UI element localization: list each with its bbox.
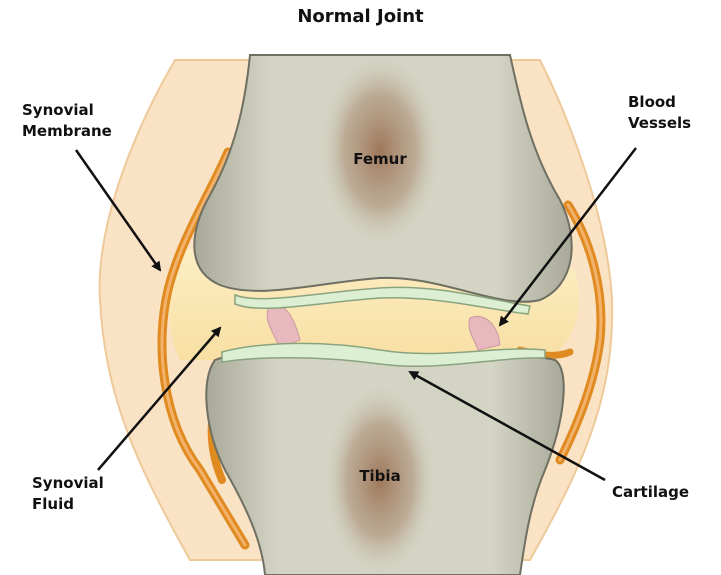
label-synovial-fluid-line2: Fluid (32, 494, 104, 515)
label-blood-vessels-line2: Vessels (628, 113, 691, 134)
label-synovial-fluid-line1: Synovial (32, 473, 104, 494)
label-synovial-membrane-line1: Synovial (22, 100, 112, 121)
label-femur: Femur (340, 150, 420, 168)
label-cartilage: Cartilage (612, 482, 689, 503)
label-synovial-membrane-line2: Membrane (22, 121, 112, 142)
label-synovial-membrane: Synovial Membrane (22, 100, 112, 142)
label-blood-vessels-line1: Blood (628, 92, 691, 113)
label-blood-vessels: Blood Vessels (628, 92, 691, 134)
page-title: Normal Joint (0, 6, 721, 27)
label-tibia: Tibia (340, 467, 420, 485)
label-synovial-fluid: Synovial Fluid (32, 473, 104, 515)
